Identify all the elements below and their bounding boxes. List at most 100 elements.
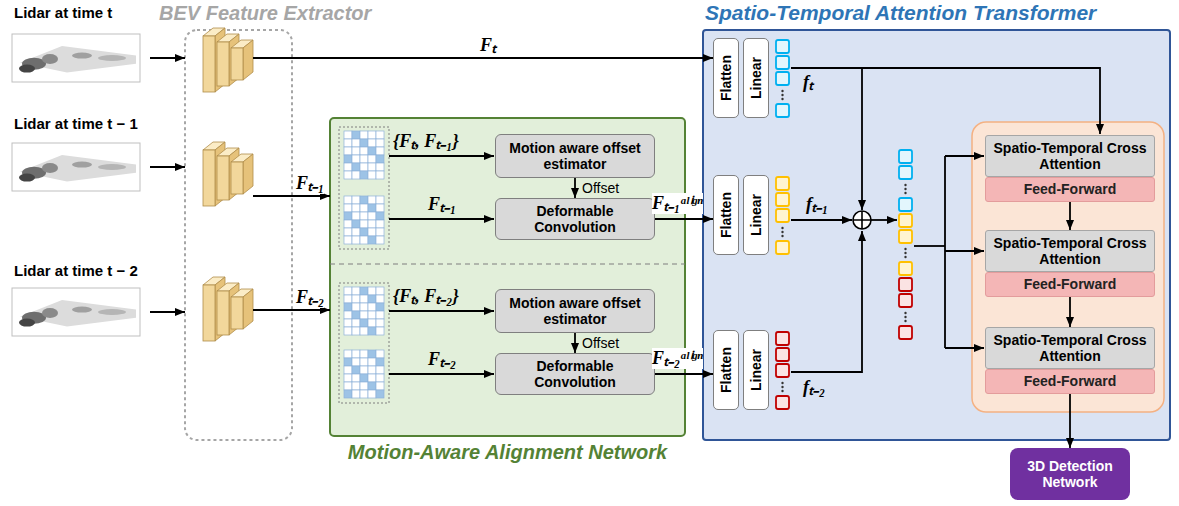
ellipsis-dot <box>781 390 783 392</box>
cnn-layer-front <box>217 42 229 86</box>
flow-arrow <box>791 219 852 221</box>
connector-arrow <box>292 195 330 197</box>
concat-symbol-cross <box>853 211 871 229</box>
feed-forward-box: Feed-Forward <box>985 369 1155 394</box>
process-box: Deformable Convolution <box>495 353 655 395</box>
point-cloud <box>20 46 136 72</box>
feature-grid-cell <box>360 212 368 220</box>
layer-box: Linear <box>743 175 769 255</box>
layer-box: Linear <box>743 330 769 410</box>
feature-grid-cell <box>360 295 368 303</box>
flow-arrow <box>791 68 1100 134</box>
box-label: Motion aware offset estimator <box>500 295 650 327</box>
feature-grid-cell <box>368 204 376 212</box>
feature-grid-cell <box>368 366 376 374</box>
feature-grid-cell <box>352 366 360 374</box>
flow-arrow <box>389 373 494 375</box>
feature-grid-cell <box>360 390 368 398</box>
feature-grid-cell <box>368 358 376 366</box>
feature-wire <box>253 195 292 197</box>
connector-arrow <box>574 333 576 353</box>
flow-arrow <box>389 218 494 220</box>
feature-grid-cell <box>376 196 384 204</box>
point-cluster <box>42 308 58 318</box>
flow-arrow <box>945 155 984 157</box>
feature-grid-cell <box>352 155 360 163</box>
feature-grid-cell <box>344 327 352 335</box>
feature-grid-cell <box>376 155 384 163</box>
feature-grid-cell <box>360 228 368 236</box>
flow-arrow <box>389 155 494 157</box>
feature-grid-cell <box>352 319 360 327</box>
box-label: Deformable Convolution <box>500 358 650 390</box>
cnn-layer-front <box>217 156 229 200</box>
feature-grid-cell <box>376 212 384 220</box>
token-square <box>776 209 789 222</box>
feature-grid-cell <box>368 327 376 335</box>
math-label: {Fₜ, Fₜ₋₂} <box>393 286 459 307</box>
extractor-region: BEV Feature Extractor <box>185 30 292 440</box>
token-square <box>776 56 789 69</box>
box-label: 3D Detection Network <box>1014 458 1126 490</box>
feature-grid-cell <box>368 212 376 220</box>
input-label: Lidar at time t <box>14 4 112 21</box>
feature-grid-cell <box>344 131 352 139</box>
ellipsis-dot <box>781 386 783 388</box>
ellipsis-dot <box>781 235 783 237</box>
feature-grid-cell <box>352 212 360 220</box>
feature-grid-cell <box>352 147 360 155</box>
feature-grid-cell <box>344 204 352 212</box>
feature-grid-cell <box>368 382 376 390</box>
connector-arrow <box>574 178 576 198</box>
attention-box: Spatio-Temporal Cross Attention <box>985 327 1155 369</box>
flow-arrow <box>945 250 984 252</box>
feature-grid-cell <box>360 196 368 204</box>
feature-grid-cell <box>368 374 376 382</box>
feature-grid-cell <box>344 212 352 220</box>
box-label: Deformable Convolution <box>500 203 650 235</box>
feature-grid-cell <box>376 131 384 139</box>
box-label: Feed-Forward <box>1024 276 1117 292</box>
ellipsis-dot <box>904 184 906 186</box>
token-square <box>776 348 789 361</box>
box-label: Spatio-Temporal Cross Attention <box>990 140 1150 172</box>
connector-arrow <box>150 311 185 313</box>
feature-grid-cell <box>368 236 376 244</box>
feature-grid-cell <box>360 382 368 390</box>
process-box: Deformable Convolution <box>495 198 655 240</box>
feature-grid-cell <box>360 155 368 163</box>
process-box: Motion aware offset estimator <box>495 289 655 333</box>
feature-grid-cell <box>360 327 368 335</box>
layer-box: Flatten <box>713 38 739 118</box>
feed-forward-box: Feed-Forward <box>985 177 1155 202</box>
lidar-frame <box>12 34 140 82</box>
box-label: Flatten <box>718 192 734 238</box>
feature-grid-cell <box>376 358 384 366</box>
feature-grid-cell <box>360 204 368 212</box>
token-square <box>776 104 789 117</box>
box-label: Linear <box>748 349 764 391</box>
math-label: fₜ₋₁ <box>806 194 828 215</box>
token-square <box>776 177 789 190</box>
token-square <box>899 198 912 211</box>
math-label: fₜ₋₂ <box>803 377 825 398</box>
token-square <box>776 332 789 345</box>
ellipsis-dot <box>781 231 783 233</box>
point-cluster <box>72 307 92 313</box>
feature-grid-cell <box>368 155 376 163</box>
ellipsis-dot <box>904 320 906 322</box>
region-heading: Motion-Aware Alignment Network <box>330 441 685 464</box>
edge-label: Fₜ₋₁ <box>296 173 324 194</box>
feature-grid-cell <box>368 303 376 311</box>
edge-label: Fₜ₋₁ᵃˡⁱᵍⁿ <box>652 193 703 214</box>
process-box: Motion aware offset estimator <box>495 134 655 178</box>
cnn-layer-front <box>231 297 243 329</box>
feature-grid-cell <box>344 236 352 244</box>
ellipsis-dot <box>904 256 906 258</box>
feature-grid-cell <box>360 147 368 155</box>
cnn-layer-side <box>243 40 253 80</box>
feature-wire <box>253 309 292 311</box>
cnn-layer-side <box>243 289 253 329</box>
cnn-layer-front <box>203 36 215 92</box>
feature-grid-cell <box>344 311 352 319</box>
